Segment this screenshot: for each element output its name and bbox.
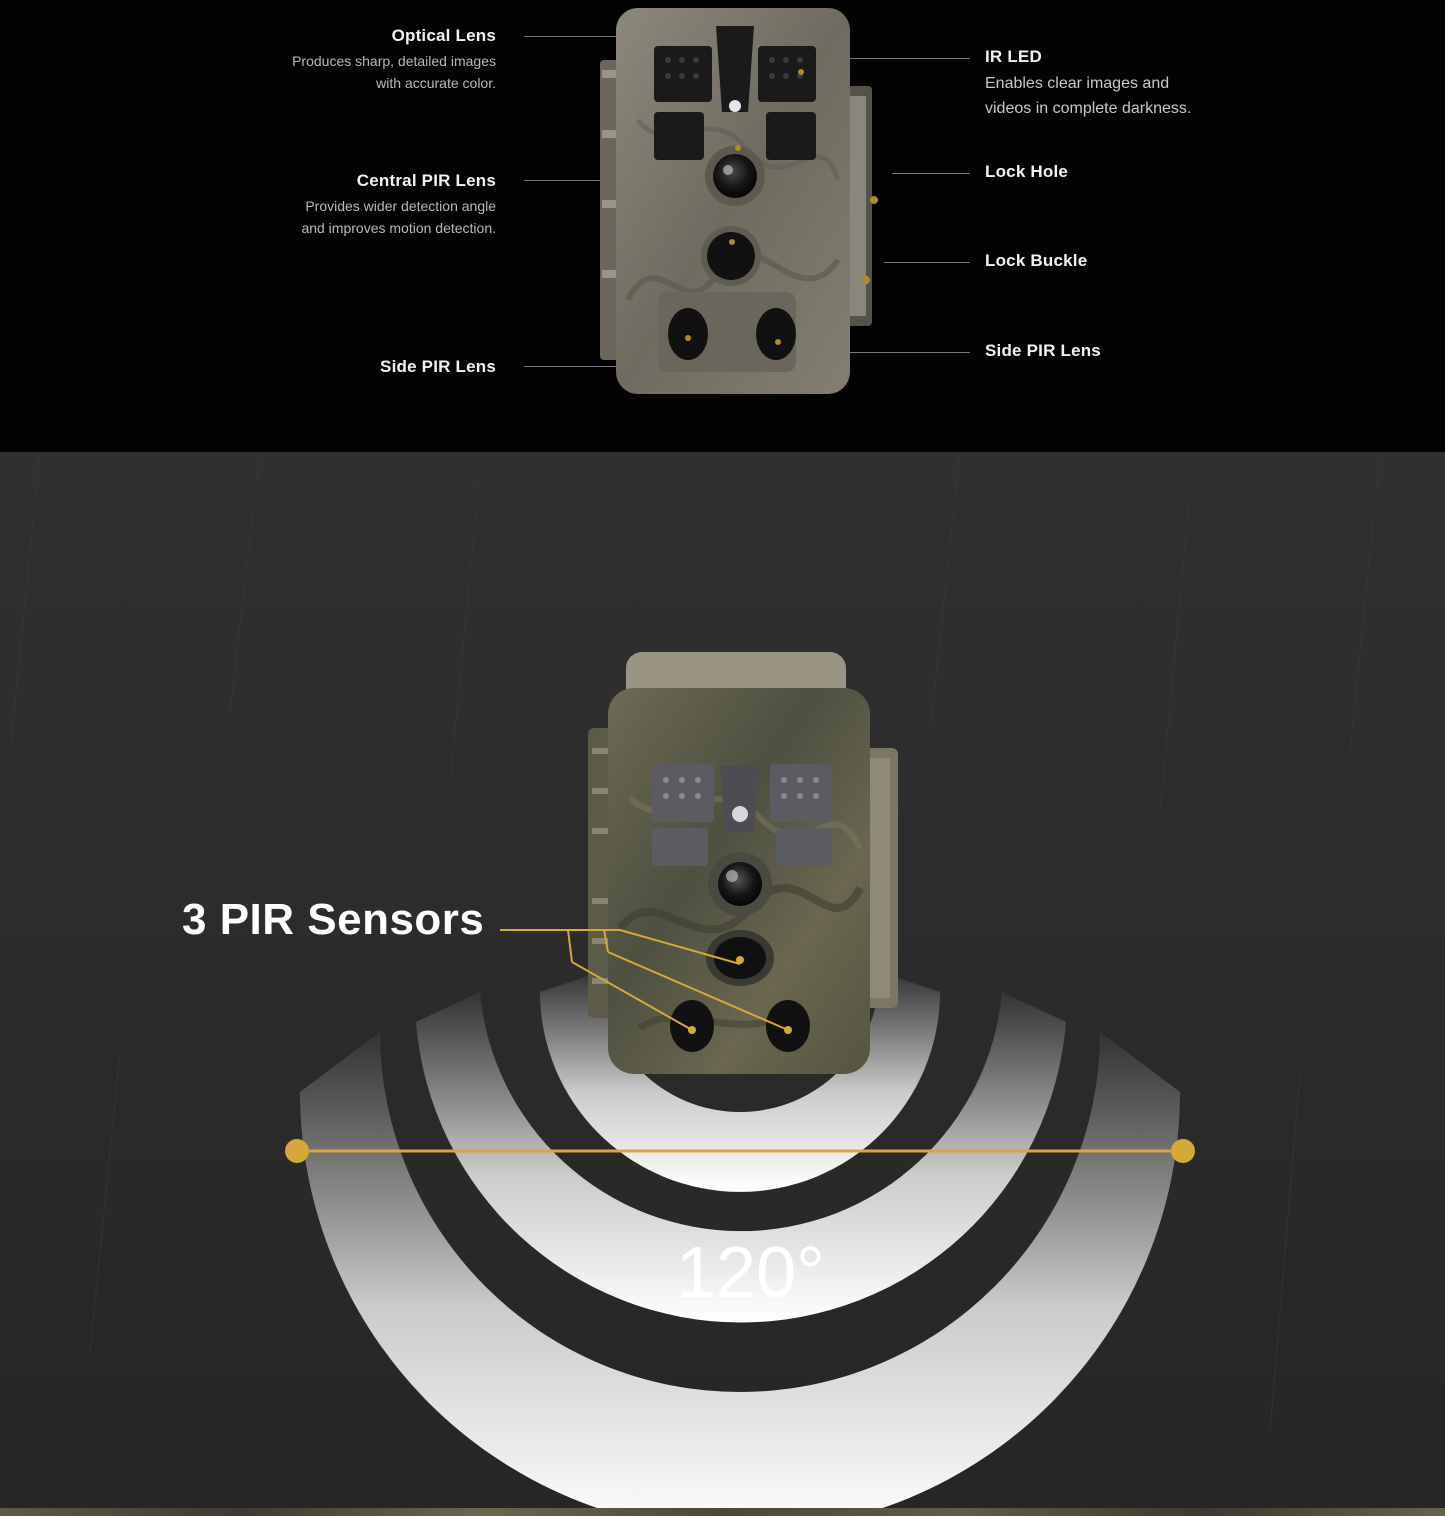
trail-camera-angle-image: [588, 652, 898, 1074]
feature-description: Enables clear images and videos in compl…: [985, 71, 1285, 121]
feature-description-line: Produces sharp, detailed images: [292, 53, 496, 69]
leader-line-ir-led: [820, 58, 970, 59]
trail-camera-front-image: [600, 8, 878, 394]
feature-description-line: videos in complete darkness.: [985, 100, 1192, 117]
feature-lock-buckle: Lock Buckle: [985, 251, 1285, 271]
middle-range-arc: [416, 992, 1066, 1323]
feature-description: Provides wider detection angle and impro…: [196, 195, 496, 239]
inner-range-arc: [540, 972, 940, 1192]
feature-description-line: with accurate color.: [376, 75, 496, 91]
feature-ir-led: IR LED Enables clear images and videos i…: [985, 47, 1285, 121]
leader-line-side-pir-right: [790, 352, 970, 353]
feature-title: Side PIR Lens: [380, 357, 496, 376]
camo-footer-strip: [0, 1508, 1445, 1516]
leader-line-optical: [524, 36, 616, 37]
feature-side-pir-lens-left: Side PIR Lens: [196, 357, 496, 377]
leader-line-lock-hole: [892, 173, 970, 174]
camera-features-section: Optical Lens Produces sharp, detailed im…: [0, 0, 1445, 452]
feature-title: Lock Hole: [985, 162, 1069, 181]
feature-lock-hole: Lock Hole: [985, 162, 1285, 182]
feature-title: Central PIR Lens: [356, 171, 496, 190]
feature-title: IR LED: [985, 47, 1042, 66]
feature-title: Lock Buckle: [985, 251, 1088, 270]
detection-angle-label: 120°: [676, 1233, 825, 1313]
feature-central-pir-lens: Central PIR Lens Provides wider detectio…: [196, 171, 496, 239]
feature-description-line: Enables clear images and: [985, 75, 1170, 92]
angle-endpoint-left: [285, 1139, 309, 1163]
outer-range-arc: [300, 1032, 1180, 1516]
pir-sensors-section: 3 PIR Sensors 120°: [0, 452, 1445, 1516]
angle-endpoint-right: [1171, 1139, 1195, 1163]
feature-description: Produces sharp, detailed images with acc…: [196, 50, 496, 94]
leader-line-lock-buckle: [884, 262, 970, 263]
detection-range-arcs: [285, 972, 1195, 1516]
feature-description-line: Provides wider detection angle: [305, 198, 496, 214]
feature-optical-lens: Optical Lens Produces sharp, detailed im…: [196, 26, 496, 94]
leader-line-side-pir-left: [524, 366, 664, 367]
pir-sensors-label: 3 PIR Sensors: [182, 895, 485, 944]
feature-title: Optical Lens: [391, 26, 496, 45]
feature-description-line: and improves motion detection.: [301, 220, 496, 236]
feature-side-pir-lens-right: Side PIR Lens: [985, 341, 1285, 361]
feature-title: Side PIR Lens: [985, 341, 1101, 360]
leader-line-central-pir: [524, 180, 634, 181]
